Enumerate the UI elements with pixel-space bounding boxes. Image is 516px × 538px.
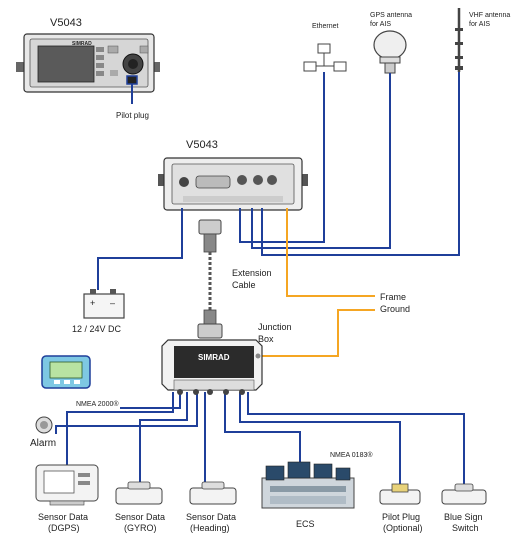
device-label-pilot-1: Pilot Plug [382, 512, 420, 522]
battery-icon [83, 289, 125, 319]
power-label: 12 / 24V DC [72, 324, 122, 334]
blue-sign-switch-icon [441, 483, 487, 505]
gyro-sensor-icon [115, 481, 163, 505]
vhf-antenna-label-1: VHF antenna [469, 12, 510, 19]
gps-antenna-label-1: GPS antenna [370, 12, 412, 19]
device-label-dgps-2: (DGPS) [48, 523, 80, 533]
gps-antenna-label-2: for AIS [370, 21, 391, 28]
extension-label-1: Extension [232, 268, 272, 278]
junction-label-1: Junction [258, 322, 292, 332]
device-label-gyro-1: Sensor Data [115, 512, 165, 522]
vhf-antenna-label-2: for AIS [469, 21, 490, 28]
extension-cable [197, 219, 223, 339]
gps-antenna-icon [373, 30, 407, 74]
frame-label-1: Frame [380, 292, 406, 302]
nmea2000-display-icon [41, 355, 91, 389]
device-label-bluesign-2: Switch [452, 523, 479, 533]
heading-sensor-icon [189, 481, 237, 505]
junction-brand: SIMRAD [198, 353, 230, 362]
top-unit-model: V5043 [50, 17, 82, 29]
vhf-antenna-icon [455, 8, 463, 72]
device-label-heading-1: Sensor Data [186, 512, 236, 522]
device-label-ecs: ECS [296, 519, 315, 529]
alarm-label: Alarm [30, 438, 56, 449]
device-label-bluesign-1: Blue Sign [444, 512, 483, 522]
front-display [37, 45, 95, 83]
v5043-rear-unit [158, 157, 308, 211]
battery-minus: – [110, 298, 115, 308]
frame-label-2: Ground [380, 304, 410, 314]
svg-text:SIMRAD: SIMRAD [72, 41, 92, 47]
ecs-console-icon [261, 461, 355, 509]
nmea2000-label: NMEA 2000® [76, 400, 119, 408]
alarm-icon [35, 416, 53, 434]
rear-unit-model: V5043 [186, 139, 218, 151]
nmea0183-label: NMEA 0183® [330, 451, 373, 459]
frame-ground-cables [262, 208, 375, 357]
device-label-pilot-2: (Optional) [383, 523, 423, 533]
junction-label-2: Box [258, 334, 274, 344]
pilot-plug-label: Pilot plug [116, 111, 149, 120]
junction-box [161, 339, 263, 395]
v5043-front-unit: SIMRAD [16, 33, 160, 93]
dgps-sensor-icon [35, 464, 99, 506]
ethernet-icon [303, 43, 347, 72]
extension-label-2: Cable [232, 280, 256, 290]
device-label-heading-2: (Heading) [190, 523, 230, 533]
device-label-gyro-2: (GYRO) [124, 523, 157, 533]
pilot-plug-socket [126, 75, 138, 85]
ethernet-label: Ethernet [312, 23, 339, 30]
device-label-dgps-1: Sensor Data [38, 512, 88, 522]
pilot-plug-device-icon [379, 483, 421, 505]
battery-plus: + [90, 298, 95, 308]
blue-cables [55, 72, 465, 484]
